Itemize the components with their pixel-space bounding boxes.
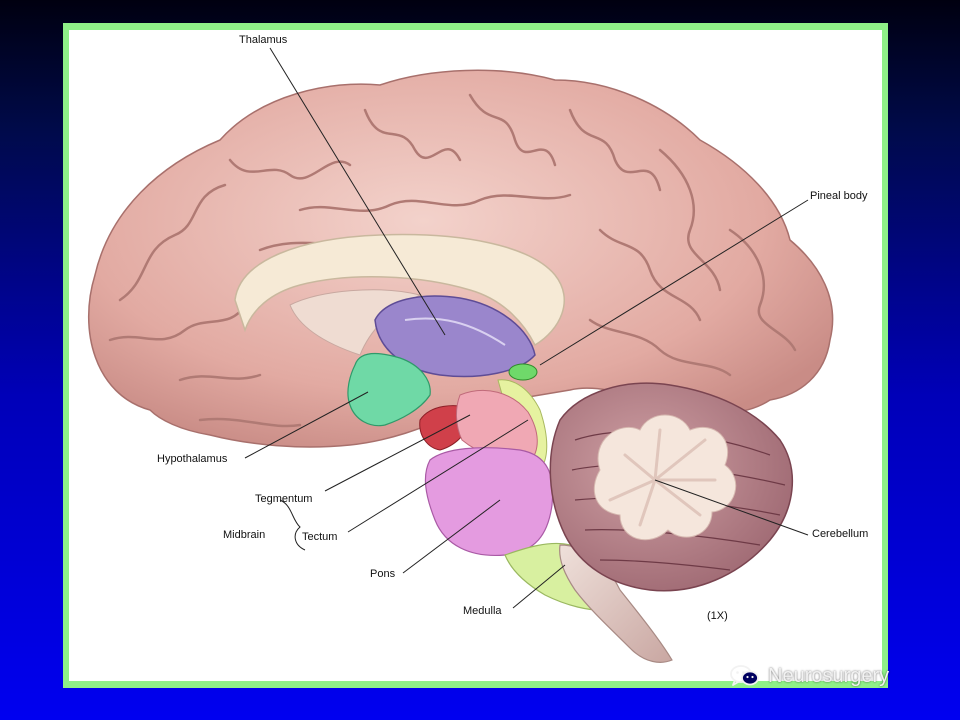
label-tegmentum: Tegmentum: [255, 493, 313, 505]
label-pons: Pons: [370, 568, 396, 580]
label-midbrain: Midbrain: [223, 529, 266, 541]
midbrain-bracket: [279, 499, 306, 551]
thalamus-outline: [404, 317, 506, 346]
diagram-plate: Thalamus Pineal body Hypothalamus Tegmen…: [69, 30, 882, 681]
pons: [424, 447, 554, 557]
slide-frame: Thalamus Pineal body Hypothalamus Tegmen…: [63, 23, 888, 688]
leader-tegmentum: [324, 414, 471, 492]
label-cerebellum: Cerebellum: [812, 528, 869, 540]
leader-tectum: [347, 419, 529, 533]
leader-pineal: [539, 199, 809, 366]
corpus-callosum: [234, 233, 565, 347]
leader-lines: [244, 47, 809, 609]
brain-sagittal-illustration: [88, 47, 834, 663]
pineal-body: [508, 363, 538, 381]
wechat-icon: [730, 665, 759, 686]
leader-hypothalamus: [244, 391, 369, 459]
label-medulla: Medulla: [463, 605, 502, 617]
watermark: Neurosurgery: [730, 662, 889, 690]
label-thalamus: Thalamus: [239, 34, 288, 46]
label-hypothalamus: Hypothalamus: [157, 453, 228, 465]
label-pineal-body: Pineal body: [810, 190, 868, 202]
leader-thalamus: [269, 47, 446, 336]
leader-medulla: [512, 564, 566, 609]
label-magnification: (1X): [707, 610, 728, 622]
label-tectum: Tectum: [302, 531, 338, 543]
arbor-vitae-branches: [608, 428, 717, 527]
watermark-text: Neurosurgery: [768, 664, 890, 687]
leader-pons: [402, 499, 501, 574]
leader-cerebellum: [654, 479, 809, 536]
arbor-vitae: [593, 414, 737, 541]
